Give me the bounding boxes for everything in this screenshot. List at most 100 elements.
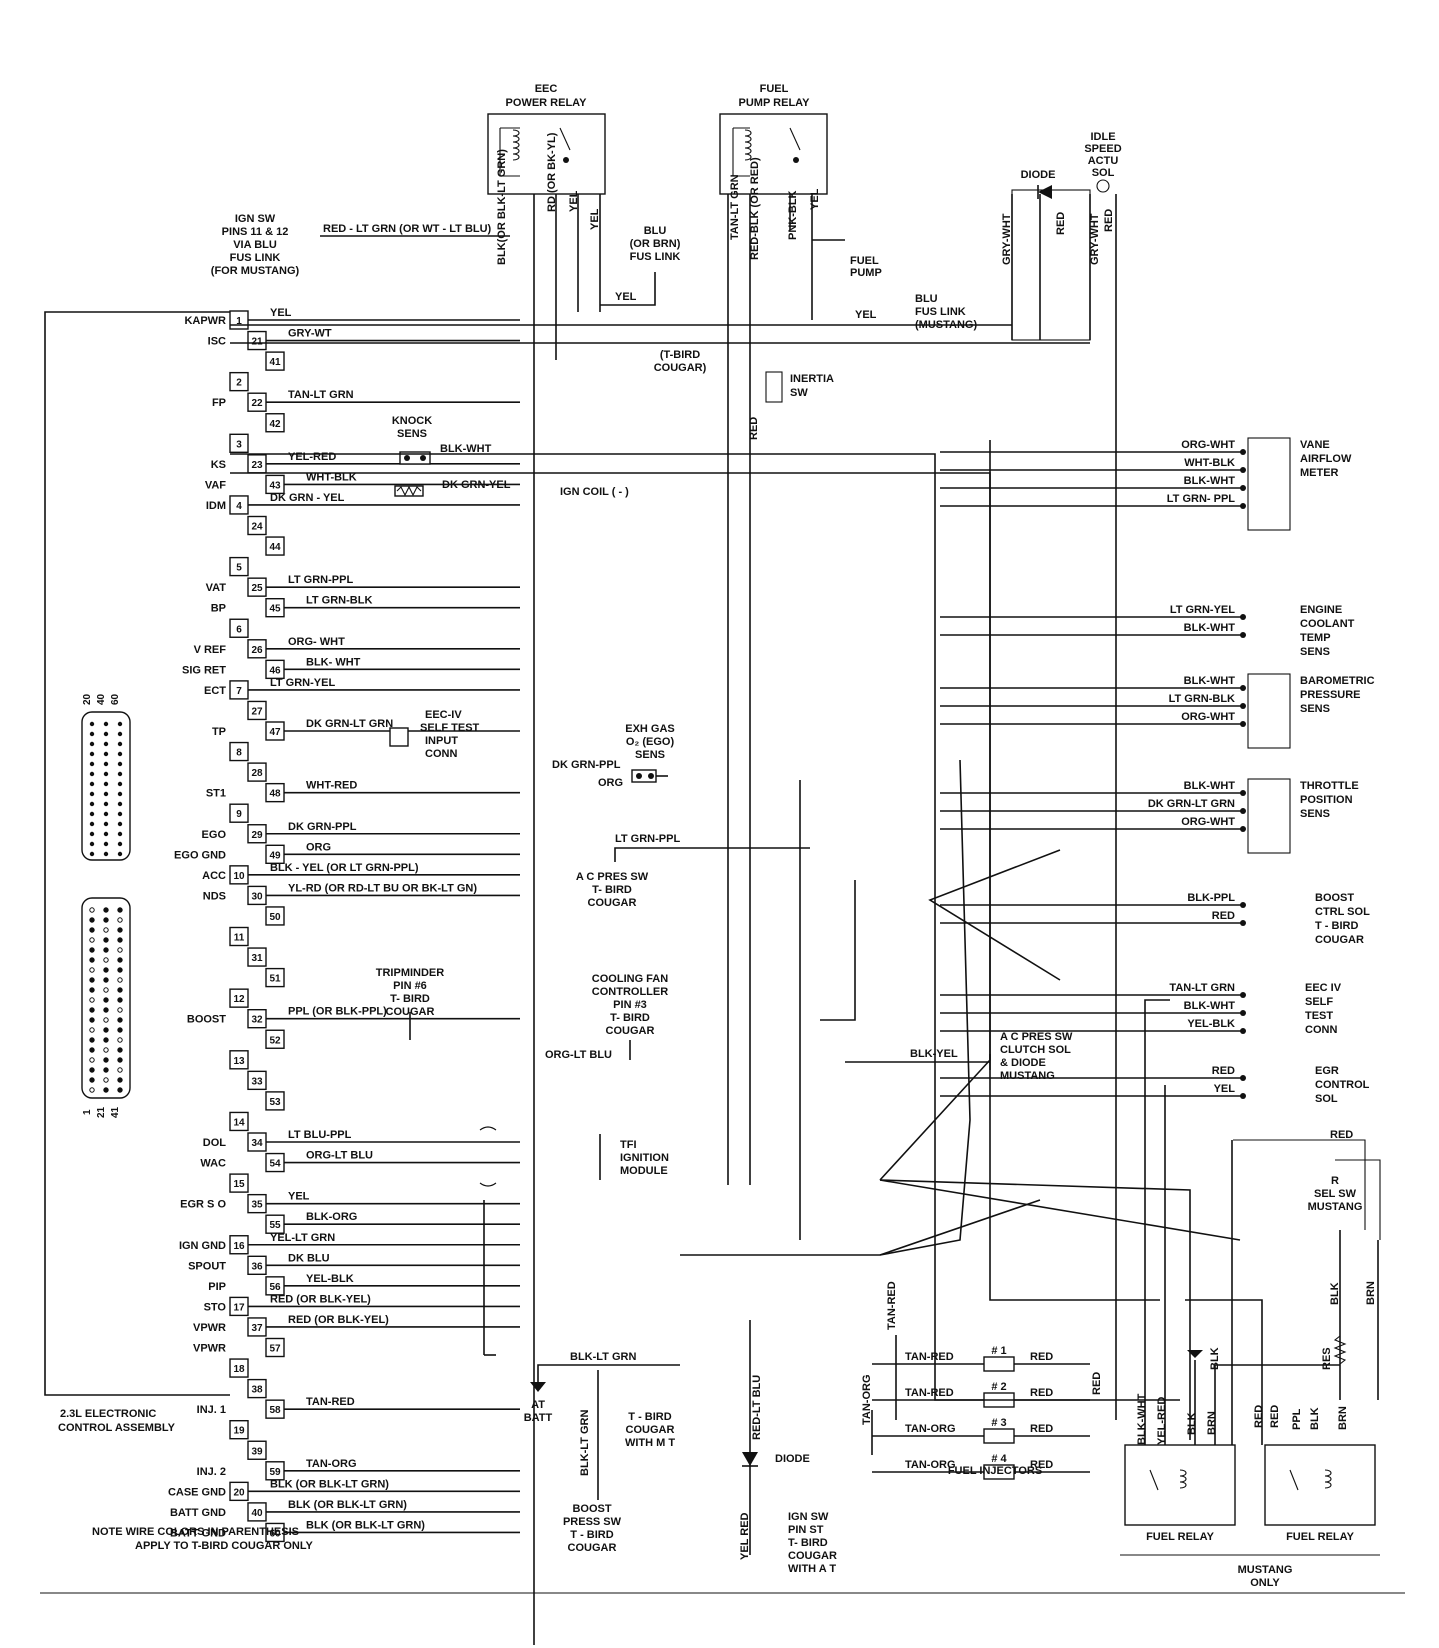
connector-pin-dot (103, 791, 109, 797)
injector-out-label: RED (1030, 1459, 1053, 1471)
svg-text:SEL SW: SEL SW (1314, 1188, 1357, 1200)
connector-pin-dot (103, 801, 109, 807)
relay-wire-vert-10: RED (1055, 212, 1067, 235)
svg-text:SPEED: SPEED (1084, 143, 1121, 155)
right-wire-label: BLK-WHT (1184, 475, 1236, 487)
pin-number: 24 (251, 522, 263, 533)
svg-text:COUGAR: COUGAR (788, 1550, 837, 1562)
svg-text:T- BIRD: T- BIRD (788, 1537, 828, 1549)
yel-mustang-label: YEL (855, 309, 877, 321)
svg-text:BLK: BLK (1186, 1412, 1198, 1435)
right-comp-label: TEMP (1300, 632, 1331, 644)
relay-wire-vert-12: RED (1103, 209, 1115, 232)
right-comp-label: SOL (1315, 1093, 1338, 1105)
pin-number: 39 (251, 1446, 263, 1457)
svg-text:RES: RES (1321, 1347, 1333, 1370)
ecu-pin-44: 44 (265, 536, 285, 556)
right-wire-label: DK GRN-LT GRN (1148, 798, 1235, 810)
pin-number: 44 (269, 542, 281, 553)
right-wire-label: TAN-LT GRN (1169, 982, 1235, 994)
pin-wire-label: WHT-RED (306, 780, 357, 792)
blu-fus-mustang-label: BLU FUS LINK (MUSTANG) YEL (855, 293, 977, 331)
cooling-fan-controller: COOLING FAN CONTROLLER PIN #3 T- BIRD CO… (545, 973, 668, 1061)
ecu-pin-15: 15 (229, 1173, 249, 1193)
pin-number: 10 (233, 871, 245, 882)
svg-text:& DIODE: & DIODE (1000, 1057, 1046, 1069)
pin-signal-label: VPWR (193, 1343, 226, 1355)
injector-wire-label: TAN-RED (905, 1387, 954, 1399)
connector-pin-dot (89, 1037, 95, 1043)
svg-text:BATT: BATT (524, 1412, 553, 1424)
svg-text:COUGAR: COUGAR (568, 1542, 617, 1554)
pin-number: 30 (251, 891, 263, 902)
svg-text:PPL: PPL (1291, 1408, 1303, 1430)
connector-pin-dot (103, 997, 109, 1003)
fuel-relay-a: FUEL RELAY BLK-WHT YEL-RED BLK BRN (1124, 1393, 1236, 1543)
ecu-enclosure (44, 311, 230, 1396)
svg-text:FUEL: FUEL (850, 255, 879, 267)
connector-pin-dot (103, 1057, 109, 1063)
svg-text:40: 40 (96, 693, 107, 705)
connector-pin-dot (89, 1017, 95, 1023)
injector-out-label: RED (1030, 1351, 1053, 1363)
pin-number: 2 (236, 378, 242, 389)
pin-number: 23 (251, 460, 263, 471)
svg-text:T- BIRD: T- BIRD (610, 1012, 650, 1024)
connector-pin-dot (103, 831, 109, 837)
sel-sw-mustang: R SEL SW MUSTANG BLK BRN RES (1233, 1139, 1381, 1400)
svg-text:SELF TEST: SELF TEST (420, 722, 480, 734)
pin-number: 32 (251, 1015, 263, 1026)
pin-number: 8 (236, 748, 242, 759)
ecu-pin-14: 14 (229, 1111, 249, 1132)
connector-pin-dot (89, 907, 95, 913)
right-wire-label: BLK-WHT (1184, 675, 1236, 687)
connector-pin-dot (89, 821, 95, 827)
pin-wire-label: LT GRN-YEL (270, 677, 335, 689)
yel-label: YEL (615, 291, 637, 303)
svg-text:PINS 11 & 12: PINS 11 & 12 (222, 226, 289, 238)
ac-wire-label: LT GRN-PPL (615, 833, 680, 845)
svg-text:SW: SW (790, 387, 808, 399)
pin-number: 20 (233, 1487, 245, 1498)
pin-wire-label: YL-RD (OR RD-LT BU OR BK-LT GN) (288, 882, 477, 894)
pin-wire-label: BLK- WHT (306, 656, 361, 668)
connector-pin-dot (117, 851, 123, 857)
connector-pin-dot (117, 1027, 123, 1033)
relay-wire-vert-2: RD (OR BK-YL) (546, 132, 558, 212)
connector-pin-dot (103, 781, 109, 787)
pin-signal-label: DOL (203, 1137, 227, 1149)
svg-text:O₂ (EGO): O₂ (EGO) (626, 736, 675, 748)
pin-wire-label: TAN-LT GRN (288, 389, 354, 401)
ecu-pin-42: 42 (265, 413, 285, 433)
connector-pin-dot (89, 741, 95, 747)
ecu-pin-5: 5 (229, 556, 249, 577)
svg-text:VIA BLU: VIA BLU (233, 239, 277, 251)
pin-signal-label: INJ. 1 (197, 1404, 226, 1416)
pin-number: 11 (234, 933, 245, 944)
harness-routing (40, 440, 1405, 1594)
svg-text:CONTROLLER: CONTROLLER (592, 986, 668, 998)
connector-pin-dot (89, 1047, 95, 1053)
pin-number: 6 (236, 624, 242, 635)
pin-signal-label: VAT (206, 582, 227, 594)
svg-text:BRN: BRN (1365, 1281, 1377, 1305)
connector-pin-dot (103, 1087, 109, 1093)
right-comp-label: CONTROL (1315, 1079, 1370, 1091)
connector-pin-dot (117, 1077, 123, 1083)
connector-pin-dot (89, 751, 95, 757)
bottom-diode: DIODE RED-LT BLU YEL RED IGN SW PIN ST T… (739, 1320, 837, 1575)
right-wire-label: BLK-WHT (1184, 622, 1236, 634)
connector-pin-dot (103, 1067, 109, 1073)
connector-pin-dot (89, 841, 95, 847)
